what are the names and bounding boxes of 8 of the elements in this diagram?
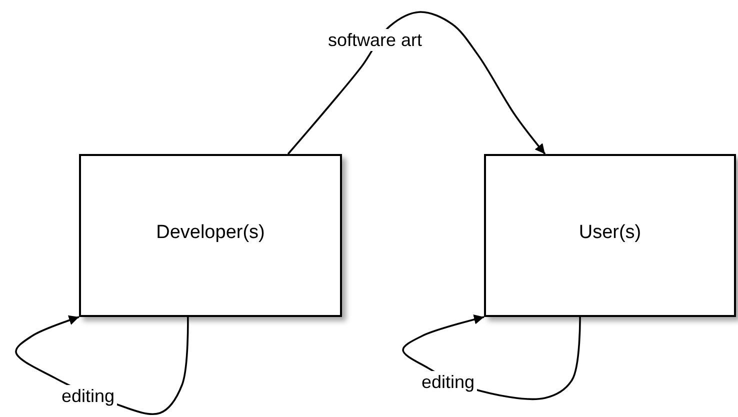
edge-label: software art xyxy=(326,29,424,51)
edge-label: editing xyxy=(420,371,477,393)
arrow xyxy=(287,11,546,155)
box-label: Developer(s) xyxy=(155,222,266,244)
box-label: User(s) xyxy=(578,222,642,244)
process-box xyxy=(484,154,736,317)
edge-label: editing xyxy=(60,385,117,407)
process-box xyxy=(79,154,342,317)
